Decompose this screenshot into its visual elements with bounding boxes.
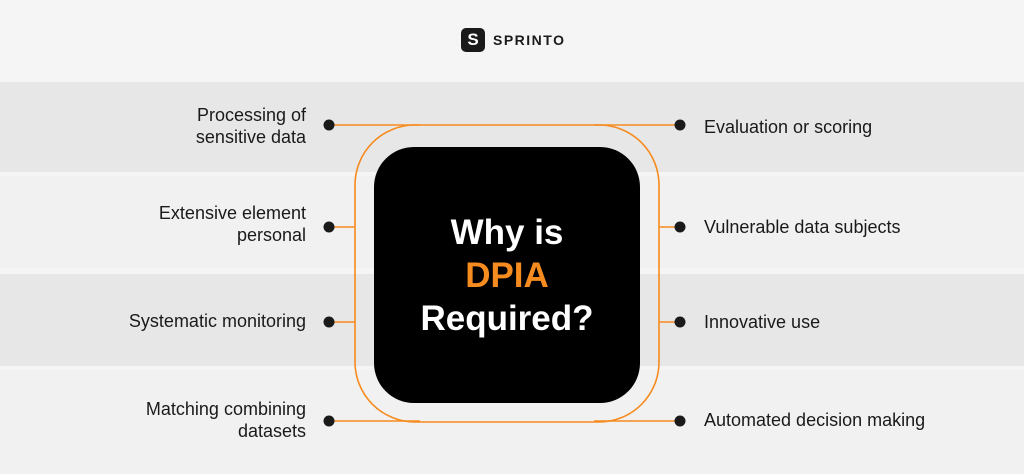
center-title-line3: Required?: [420, 298, 594, 338]
left-dot-2: [323, 221, 335, 233]
left-label-4-line1: Matching combining: [145, 399, 306, 419]
center-title-box: Why is DPIA Required?: [374, 147, 640, 403]
left-label-3: Systematic monitoring: [129, 310, 306, 332]
left-label-4: Matching combining datasets: [146, 398, 306, 442]
sprinto-logo-text: SPRINTO: [493, 32, 566, 48]
left-label-4-line2: datasets: [237, 421, 306, 441]
center-title-dpia: DPIA: [465, 255, 549, 295]
left-label-1-line1: Processing of: [196, 105, 306, 125]
left-label-2: Extensive element personal: [159, 202, 306, 246]
right-label-3: Innovative use: [704, 312, 821, 332]
left-label-2-line2: personal: [236, 225, 306, 245]
right-label-4: Automated decision making: [704, 410, 926, 430]
left-dot-3: [323, 316, 335, 328]
right-label-1: Evaluation or scoring: [704, 117, 873, 137]
left-label-1: Processing of sensitive data: [196, 104, 306, 148]
left-dot-4: [323, 415, 335, 427]
right-label-2: Vulnerable data subjects: [704, 217, 901, 237]
left-label-1-line2: sensitive data: [195, 127, 306, 147]
sprinto-logo-icon: S: [461, 28, 485, 52]
center-title-line1: Why is: [450, 212, 564, 252]
left-label-2-line1: Extensive element: [158, 203, 306, 223]
outer-frame: [354, 124, 660, 423]
left-label-3-line1: Systematic monitoring: [128, 311, 306, 331]
right-dot-2: [674, 221, 686, 233]
right-dot-3: [674, 316, 686, 328]
left-dot-1: [323, 119, 335, 131]
sprinto-logo: S SPRINTO: [461, 28, 565, 52]
right-dot-1: [674, 119, 686, 131]
right-dot-4: [674, 415, 686, 427]
